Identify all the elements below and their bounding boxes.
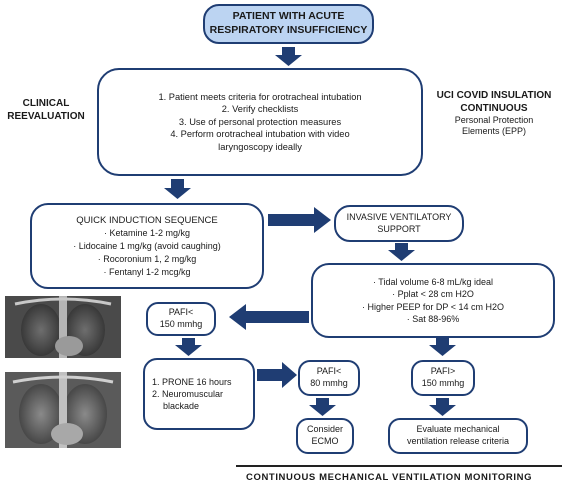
arrow-induction-to-ventilation (268, 207, 331, 233)
target-1: · Tidal volume 6-8 mL/kg ideal (372, 276, 494, 287)
prone-line-1: 1. PRONE 16 hours (152, 376, 232, 387)
induction-title: QUICK INDUCTION SEQUENCE (76, 214, 218, 226)
induction-item-4-text: Fentanyl 1-2 mcg/kg (108, 266, 191, 277)
start-line-1: PATIENT WITH ACUTE (232, 10, 345, 23)
target-3: · Higher PEEP for DP < 14 cm H2O (362, 301, 504, 312)
target-4-text: Sat 88-96% (412, 313, 460, 324)
start-box: PATIENT WITH ACUTE RESPIRATORY INSUFFICI… (203, 4, 374, 44)
pafi-low-line-2: 150 mmhg (159, 319, 203, 329)
uci-line-4: Elements (EPP) (461, 126, 527, 137)
intubation-step-3: 3. Use of personal protection measures (178, 116, 342, 127)
arrow-pafi-low-to-prone (175, 338, 202, 356)
uci-line-3: Personal Protection (454, 115, 534, 125)
target-2-text: Pplat < 28 cm H2O (397, 289, 474, 300)
target-4: · Sat 88-96% (406, 313, 460, 324)
arrow-ventilation-to-targets (388, 243, 415, 261)
ventilation-targets-box: · Tidal volume 6-8 mL/kg ideal · Pplat <… (311, 263, 555, 338)
ventilation-line-1: INVASIVE VENTILATORY (346, 211, 452, 222)
arrow-intubation-to-induction (164, 179, 191, 199)
ecmo-line-2: ECMO (311, 436, 339, 446)
uci-insulation-note: UCI COVID INSULATION CONTINUOUS Personal… (426, 90, 562, 138)
clinical-line-1: CLINICAL (22, 98, 70, 109)
uci-line-2: CONTINUOUS (460, 102, 528, 114)
ecmo-box: Consider ECMO (296, 418, 354, 454)
induction-item-2: · Lidocaine 1 mg/kg (avoid caughing) (73, 240, 221, 251)
target-3-text: Higher PEEP for DP < 14 cm H2O (367, 301, 504, 312)
release-line-2: ventilation release criteria (406, 436, 510, 446)
induction-item-2-text: Lidocaine 1 mg/kg (avoid caughing) (78, 240, 221, 251)
clinical-reevaluation-label: CLINICAL REEVALUATION (6, 98, 86, 123)
pafi-high-box: PAFI> 150 mmhg (411, 360, 475, 396)
ventilation-line-2: SUPPORT (377, 223, 421, 234)
start-line-2: RESPIRATORY INSUFFICIENCY (209, 24, 368, 36)
ventilation-box: INVASIVE VENTILATORY SUPPORT (334, 205, 464, 242)
prone-line-2: 2. Neuromuscular (152, 388, 224, 399)
induction-item-1-text: Ketamine 1-2 mg/kg (109, 228, 191, 239)
arrow-targets-to-pafi-high (429, 338, 456, 356)
release-line-1: Evaluate mechanical (416, 424, 500, 435)
footer-label: CONTINUOUS MECHANICAL VENTILATION MONITO… (246, 472, 533, 483)
ecmo-line-1: Consider (306, 424, 344, 435)
chest-xray-image-1 (5, 296, 121, 358)
pafi-high-line-2: 150 mmhg (421, 378, 465, 388)
release-criteria-box: Evaluate mechanical ventilation release … (388, 418, 528, 454)
arrow-pafi-high-to-release (429, 398, 456, 416)
pafi-high-line-1: PAFI> (430, 366, 456, 377)
intubation-step-2: 2. Verify checklists (221, 104, 299, 115)
pafi-80-line-1: PAFI< (316, 366, 342, 377)
intubation-step-4: 4. Perform orotracheal intubation with v… (170, 129, 350, 140)
uci-line-1: UCI COVID INSULATION (436, 90, 552, 101)
intubation-step-4-cont: laryngoscopy ideally (218, 141, 302, 152)
pafi-80-box: PAFI< 80 mmhg (298, 360, 360, 396)
arrow-start-to-intubation (275, 47, 302, 66)
pafi-low-box: PAFI< 150 mmhg (146, 302, 216, 336)
intubation-steps-box: 1. Patient meets criteria for orotrachea… (97, 68, 423, 176)
target-2: · Pplat < 28 cm H2O (392, 289, 474, 300)
induction-box: QUICK INDUCTION SEQUENCE · Ketamine 1-2 … (30, 203, 264, 289)
pafi-low-line-1: PAFI< (168, 307, 194, 318)
clinical-line-2: REEVALUATION (7, 110, 85, 122)
induction-item-3: · Rocoronium 1, 2 mg/kg (97, 253, 197, 264)
induction-item-4: · Fentanyl 1-2 mcg/kg (103, 266, 191, 277)
arrow-prone-to-pafi-80 (257, 362, 297, 388)
prone-box: 1. PRONE 16 hours 2. Neuromuscular black… (143, 358, 255, 430)
arrow-targets-to-pafi-low (229, 304, 309, 330)
chest-xray-image-2 (5, 372, 121, 448)
induction-item-1: · Ketamine 1-2 mg/kg (103, 228, 191, 239)
arrow-pafi-80-to-ecmo (309, 398, 336, 416)
target-1-text: Tidal volume 6-8 mL/kg ideal (378, 276, 494, 287)
prone-line-3: blackade (163, 401, 200, 412)
intubation-step-1: 1. Patient meets criteria for orotrachea… (158, 91, 362, 102)
footer-divider (236, 465, 562, 467)
induction-item-3-text: Rocoronium 1, 2 mg/kg (103, 253, 197, 264)
pafi-80-line-2: 80 mmhg (310, 378, 348, 388)
